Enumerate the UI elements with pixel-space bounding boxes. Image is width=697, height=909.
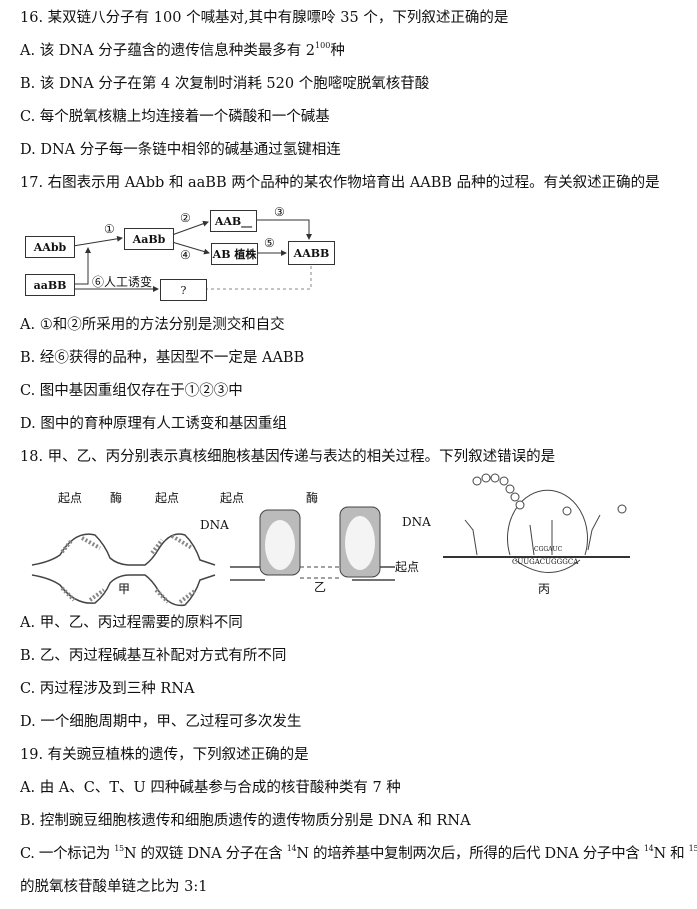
step-2: ② <box>180 211 191 225</box>
text: N 的双链 DNA 分子在含 <box>123 846 287 862</box>
enzyme-label-2: 酶 <box>306 491 319 505</box>
box-AABB: AABB <box>288 241 335 265</box>
q19-option-c: C. 一个标记为 15N 的双链 DNA 分子在含 14N 的培养基中复制两次后… <box>20 844 697 864</box>
step-1: ① <box>104 222 115 236</box>
q16-option-c: C. 每个脱氧核糖上均连接着一个磷酸和一个碱基 <box>20 109 330 125</box>
origin-label-1: 起点 <box>58 491 83 505</box>
q17-stem: 17. 右图表示用 AAbb 和 aaBB 两个品种的某农作物培育出 AABB … <box>20 175 660 191</box>
box-AaBb: AaBb <box>124 228 174 250</box>
text: 种 <box>330 43 345 59</box>
q19-option-b: B. 控制豌豆细胞核遗传和细胞质遗传的遗传物质分别是 DNA 和 RNA <box>20 813 471 829</box>
superscript: 15 <box>114 844 124 853</box>
q18-option-b: B. 乙、丙过程碱基互补配对方式有所不同 <box>20 648 287 664</box>
q16-option-b: B. 该 DNA 分子在第 4 次复制时消耗 520 个胞嘧啶脱氧核苷酸 <box>20 76 430 92</box>
superscript: 14 <box>286 844 297 853</box>
origin-label-4: 起点 <box>395 560 420 574</box>
q18-option-d: D. 一个细胞周期中，甲、乙过程可多次发生 <box>20 714 302 730</box>
text: N 和 <box>653 846 689 862</box>
origin-label-2: 起点 <box>155 491 180 505</box>
dna-label-2: DNA <box>402 515 431 529</box>
text: N 的培养基中复制两次后，所得的后代 DNA 分子中含 <box>296 846 644 862</box>
box-aaBB: aaBB <box>25 274 75 296</box>
superscript: 100 <box>315 41 331 50</box>
label-bing: 丙 <box>538 582 551 596</box>
superscript: 14 <box>643 844 654 853</box>
q19-option-c-continued: 的脱氧核苷酸单链之比为 3:1 <box>20 879 208 895</box>
text: A. 该 DNA 分子蕴含的遗传信息种类最多有 2 <box>20 43 316 59</box>
q17-option-a: A. ①和②所采用的方法分别是测交和自交 <box>20 317 285 333</box>
q17-option-d: D. 图中的育种原理有人工诱变和基因重组 <box>20 416 287 432</box>
step-4: ④ <box>180 248 191 262</box>
q17-option-c: C. 图中基因重组仅存在于①②③中 <box>20 383 243 399</box>
label-jia: 甲 <box>118 582 131 596</box>
box-AB-plant: AB 植株 <box>211 243 258 265</box>
q19-option-a: A. 由 A、C、T、U 四种碱基参与合成的核苷酸种类有 7 种 <box>20 780 401 796</box>
q16-option-a: A. 该 DNA 分子蕴含的遗传信息种类最多有 2100种 <box>20 41 345 61</box>
box-unknown: ? <box>160 279 207 301</box>
q18-option-c: C. 丙过程涉及到三种 RNA <box>20 681 195 697</box>
q18-option-a: A. 甲、乙、丙过程需要的原料不同 <box>20 615 243 631</box>
box-aabb: AAbb <box>25 236 75 258</box>
label-yi: 乙 <box>314 580 327 594</box>
dna-label-1: DNA <box>200 518 229 532</box>
anticodon-label: CGGAUC <box>534 546 563 553</box>
enzyme-label-1: 酶 <box>110 491 123 505</box>
q16-stem: 16. 某双链八分子有 100 个喊基对,其中有腺嘌呤 35 个，下列叙述正确的… <box>20 10 509 26</box>
q16-option-d: D. DNA 分子每一条链中相邻的碱基通过氢键相连 <box>20 142 341 158</box>
step-6: ⑥人工诱变 <box>92 275 153 289</box>
q18-stem: 18. 甲、乙、丙分别表示真核细胞核基因传递与表达的相关过程。下列叙述错误的是 <box>20 449 556 465</box>
mrna-sequence: CUUGACUGGGCA <box>512 558 579 566</box>
origin-label-3: 起点 <box>220 491 245 505</box>
box-AAB: AAB__ <box>210 210 257 232</box>
superscript: 15 <box>688 844 697 853</box>
step-3: ③ <box>274 205 285 219</box>
step-5: ⑤ <box>264 236 275 250</box>
q17-option-b: B. 经⑥获得的品种，基因型不一定是 AABB <box>20 350 305 366</box>
text: C. 一个标记为 <box>20 846 115 862</box>
q19-stem: 19. 有关豌豆植株的遗传，下列叙述正确的是 <box>20 747 309 763</box>
